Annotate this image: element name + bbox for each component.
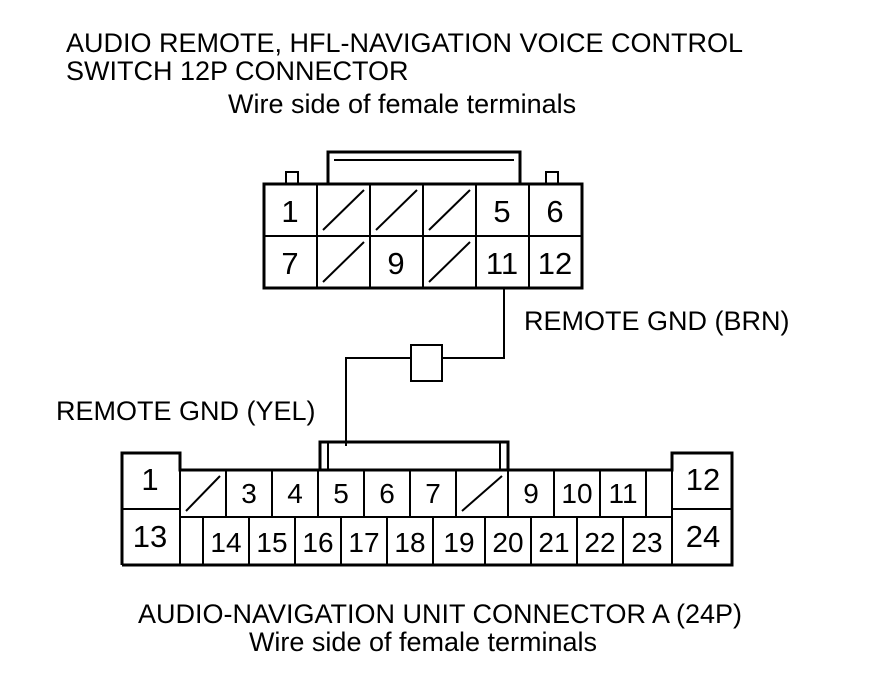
pin-24p-18: 18 [394, 527, 425, 558]
connector-24p: 1 3 4 5 6 7 9 10 11 12 13 14 15 16 17 18… [120, 440, 734, 567]
connector-24p-subtitle: Wire side of female terminals [249, 627, 597, 657]
remote-gnd-wire [345, 288, 505, 446]
pin-24p-12: 12 [686, 462, 720, 497]
connector-12p-title-line2: SWITCH 12P CONNECTOR [66, 56, 409, 86]
connector-12p-title-line1: AUDIO REMOTE, HFL-NAVIGATION VOICE CONTR… [66, 28, 743, 58]
pin-12p-12: 12 [538, 246, 572, 281]
pin-24p-14: 14 [210, 527, 241, 558]
pin-24p-17: 17 [348, 527, 379, 558]
pin-12p-7: 7 [281, 246, 298, 281]
pin-24p-15: 15 [256, 527, 287, 558]
connector-12p-subtitle: Wire side of female terminals [228, 89, 576, 119]
pin-24p-16: 16 [302, 527, 333, 558]
connector-24p-title: AUDIO-NAVIGATION UNIT CONNECTOR A (24P) [138, 599, 742, 629]
pin-12p-11: 11 [486, 246, 518, 281]
pin-24p-24: 24 [686, 519, 720, 554]
pin-24p-11: 11 [608, 478, 637, 509]
pin-24p-5: 5 [333, 478, 349, 509]
wire-label-brn: REMOTE GND (BRN) [524, 306, 790, 336]
pin-24p-10: 10 [561, 478, 592, 509]
pin-12p-6: 6 [546, 194, 563, 229]
pin-24p-22: 22 [584, 527, 615, 558]
pin-24p-3: 3 [241, 478, 257, 509]
connector-12p: 1 5 6 7 9 11 12 [262, 150, 584, 290]
pin-24p-21: 21 [538, 527, 569, 558]
pin-24p-23: 23 [631, 527, 662, 558]
empty-cavity-4 [428, 189, 471, 231]
pin-24p-13: 13 [133, 519, 167, 554]
empty-cavity-2 [185, 475, 221, 512]
pin-24p-1: 1 [141, 462, 158, 497]
pin-24p-19: 19 [443, 527, 474, 558]
wire-splice [410, 344, 443, 382]
pin-24p-7: 7 [425, 478, 441, 509]
empty-cavity-2 [322, 189, 365, 231]
empty-cavity-8 [461, 475, 503, 512]
pin-24p-9: 9 [523, 478, 539, 509]
pin-24p-4: 4 [287, 478, 303, 509]
pin-12p-5: 5 [493, 194, 510, 229]
pin-24p-6: 6 [379, 478, 395, 509]
wire-label-yel: REMOTE GND (YEL) [56, 396, 316, 426]
pin-12p-9: 9 [387, 246, 404, 281]
empty-cavity-10 [428, 241, 471, 283]
pin-12p-1: 1 [281, 194, 298, 229]
empty-cavity-8 [322, 241, 365, 283]
pin-24p-20: 20 [492, 527, 523, 558]
empty-cavity-3 [375, 189, 418, 231]
